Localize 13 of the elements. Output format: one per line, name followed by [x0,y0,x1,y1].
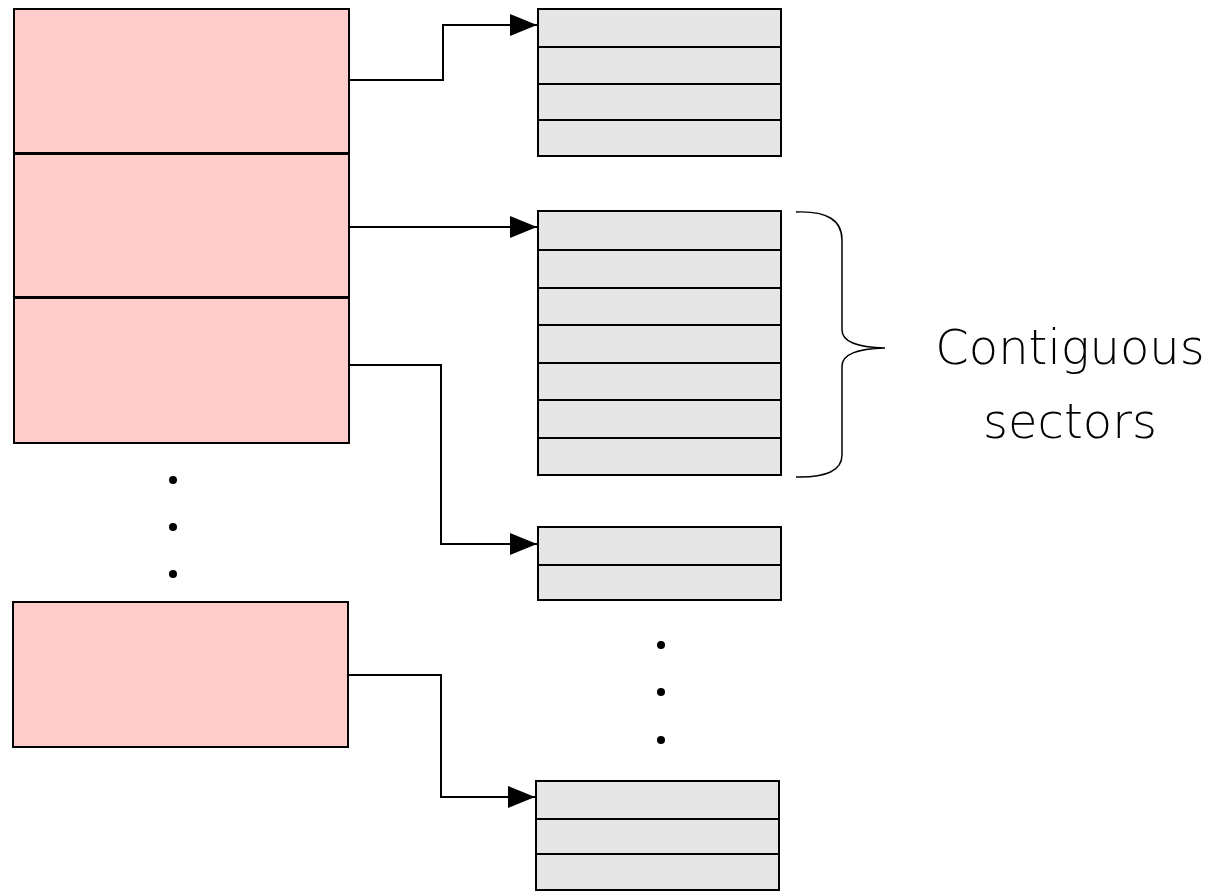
arrow [349,216,538,238]
storage-block [13,8,350,154]
sector-stack [537,210,782,476]
sector-stack [535,780,780,891]
sector-stack [537,8,782,157]
sector-stack [537,526,782,601]
arrow [348,674,536,808]
storage-block [13,153,350,298]
storage-block [12,601,349,748]
bracket-label: Contiguous sectors [934,318,1206,451]
storage-block [13,297,350,444]
arrow [349,364,538,555]
arrow [349,14,538,81]
